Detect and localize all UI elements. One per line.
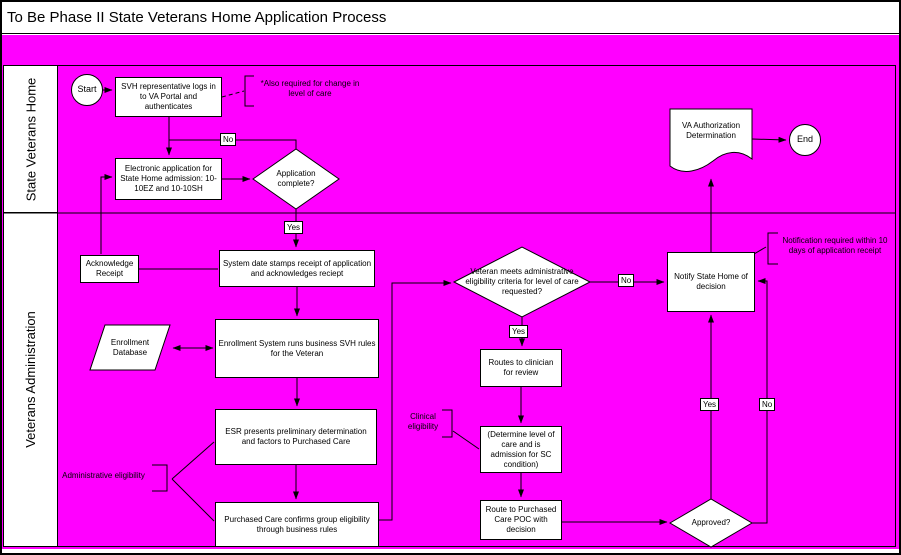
annotation-also-required-text: *Also required for change in level of ca… — [260, 79, 360, 99]
process-svh-login: SVH representative logs in to VA Portal … — [115, 77, 222, 117]
no-label-text: No — [762, 400, 773, 409]
decision-approved-label: Approved? — [691, 518, 731, 527]
edge-label-approved-yes: Yes — [700, 398, 720, 411]
decision-veteran-meets: Veteran meets administrative eligibility… — [460, 254, 584, 310]
process-esr-preliminary: ESR presents preliminary determination a… — [215, 409, 377, 465]
process-enrollment-system-label: Enrollment System runs business SVH rule… — [218, 338, 376, 358]
process-esr-preliminary-label: ESR presents preliminary determination a… — [225, 427, 367, 446]
process-acknowledge-receipt: Acknowledge Receipt — [80, 255, 139, 283]
process-date-stamp-label: System date stamps receipt of applicatio… — [222, 258, 372, 278]
start-label: Start — [77, 84, 97, 95]
process-purchased-care-confirms: Purchased Care confirms group eligibilit… — [215, 502, 379, 547]
process-electronic-application: Electronic application for State Home ad… — [115, 158, 222, 200]
annotation-clinical-eligibility-text: Clinical eligibility — [407, 412, 439, 432]
process-date-stamp: System date stamps receipt of applicatio… — [219, 250, 375, 287]
end-label: End — [796, 134, 813, 145]
process-routes-clinician: Routes to clinician for review — [480, 349, 562, 387]
process-purchased-care-confirms-label: Purchased Care confirms group eligibilit… — [224, 514, 370, 534]
edge-label-veteran-meets-no: No — [618, 274, 635, 287]
lane-label-state-veterans-home: State Veterans Home — [23, 77, 39, 201]
data-enrollment-database-label: Enrollment Database — [110, 338, 150, 357]
annotation-clinical-eligibility: Clinical eligibility — [402, 412, 444, 433]
start-node: Start — [71, 74, 103, 106]
process-electronic-application-label: Electronic application for State Home ad… — [120, 164, 217, 193]
decision-app-complete: Application complete? — [257, 163, 335, 195]
annotation-notification-required-text: Notification required within 10 days of … — [782, 236, 888, 256]
process-routes-clinician-label: Routes to clinician for review — [488, 358, 554, 377]
process-notify-state-home: Notify State Home of decision — [667, 252, 755, 312]
process-determine-level-label: (Determine level of care and is admissio… — [487, 429, 555, 469]
annotation-also-required: *Also required for change in level of ca… — [252, 79, 368, 100]
diagram-title: To Be Phase II State Veterans Home Appli… — [7, 9, 387, 26]
no-label-text: No — [621, 276, 632, 285]
yes-label-text: Yes — [703, 400, 717, 409]
no-label-text: No — [223, 135, 234, 144]
end-node: End — [789, 124, 821, 156]
document-va-authorization-label: VA Authorization Determination — [681, 121, 741, 140]
process-svh-login-label: SVH representative logs in to VA Portal … — [121, 82, 216, 111]
edge-label-approved-no: No — [759, 398, 776, 411]
process-determine-level: (Determine level of care and is admissio… — [480, 426, 562, 473]
lane-label-veterans-administration: Veterans Administration — [23, 311, 39, 448]
decision-approved: Approved? — [674, 513, 748, 533]
yes-label-text: Yes — [287, 223, 301, 232]
edge-label-veteran-meets-yes: Yes — [509, 325, 529, 338]
decision-veteran-meets-label: Veteran meets administrative eligibility… — [465, 267, 579, 296]
process-acknowledge-receipt-label: Acknowledge Receipt — [85, 259, 134, 278]
annotation-administrative-eligibility: Administrative eligibility — [55, 471, 152, 481]
diagram-title-band: To Be Phase II State Veterans Home Appli… — [2, 2, 899, 34]
lane-header-veterans-administration: Veterans Administration — [3, 212, 58, 547]
document-va-authorization: VA Authorization Determination — [672, 114, 750, 148]
process-enrollment-system: Enrollment System runs business SVH rule… — [215, 319, 379, 378]
annotation-notification-required: Notification required within 10 days of … — [774, 236, 896, 257]
edge-label-app-complete-yes: Yes — [284, 221, 304, 234]
annotation-administrative-eligibility-text: Administrative eligibility — [62, 471, 145, 480]
process-notify-state-home-label: Notify State Home of decision — [674, 272, 748, 291]
process-route-poc: Route to Purchased Care POC with decisio… — [480, 500, 562, 540]
yes-label-text: Yes — [512, 327, 526, 336]
data-enrollment-database: Enrollment Database — [97, 330, 163, 366]
process-route-poc-label: Route to Purchased Care POC with decisio… — [485, 505, 557, 534]
edge-label-app-complete-no: No — [220, 133, 237, 146]
decision-app-complete-label: Application complete? — [276, 169, 316, 188]
lane-header-state-veterans-home: State Veterans Home — [3, 65, 58, 213]
